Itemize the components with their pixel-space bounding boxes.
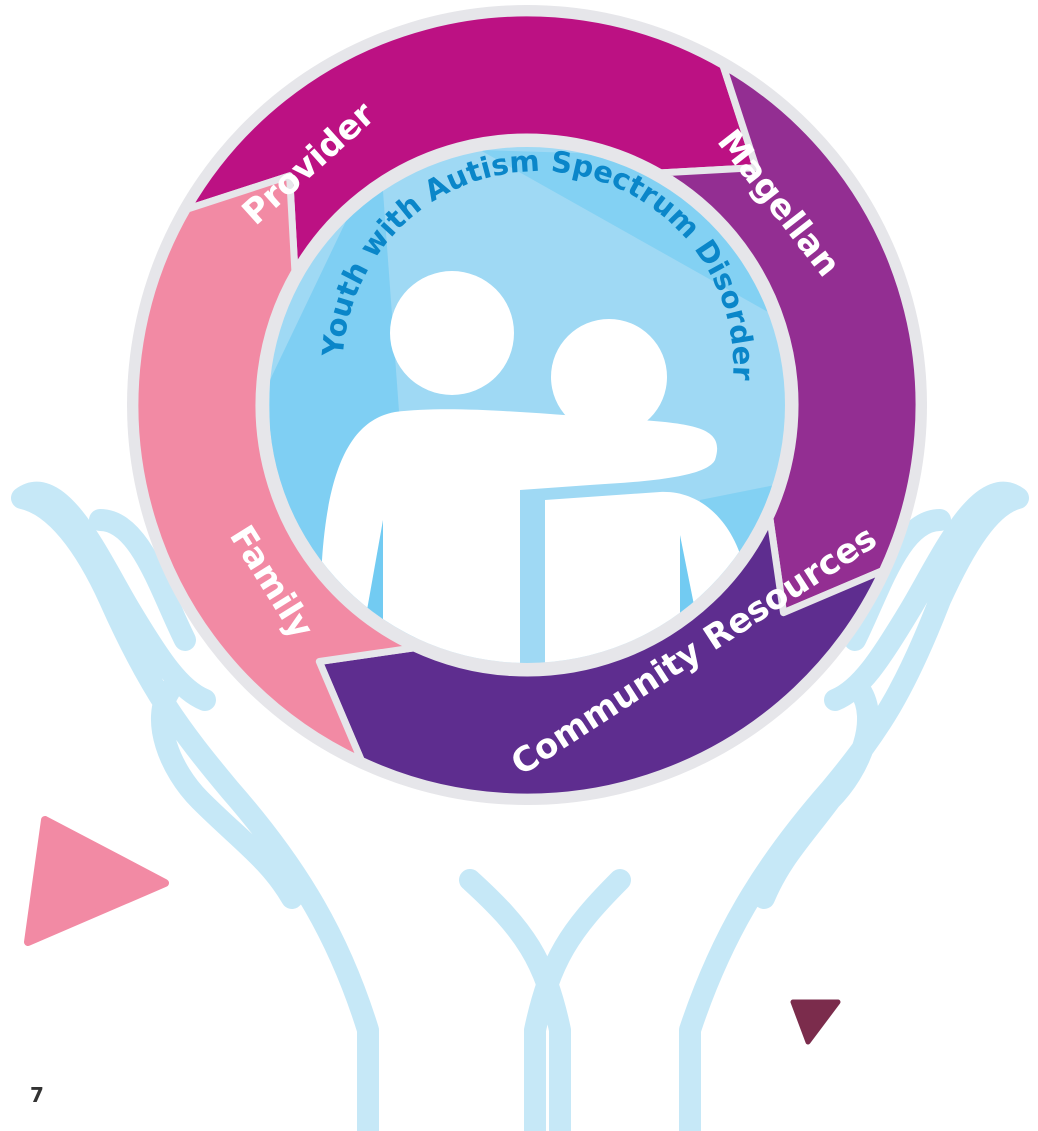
- people-hugging-icon: [322, 271, 760, 663]
- ring-segment-community: [315, 514, 886, 801]
- person-head-right-icon: [551, 319, 667, 435]
- left-hand-icon: [11, 481, 571, 1131]
- cycle-ring: [131, 9, 923, 801]
- pink-triangle-icon: [24, 816, 169, 946]
- ring-segment-provider: [184, 9, 760, 275]
- maroon-triangle-icon: [790, 999, 841, 1045]
- ring-segment-family: [131, 172, 418, 764]
- page-number: 7: [30, 1083, 44, 1107]
- person-body-left-icon: [322, 409, 717, 663]
- person-head-left-icon: [390, 271, 514, 395]
